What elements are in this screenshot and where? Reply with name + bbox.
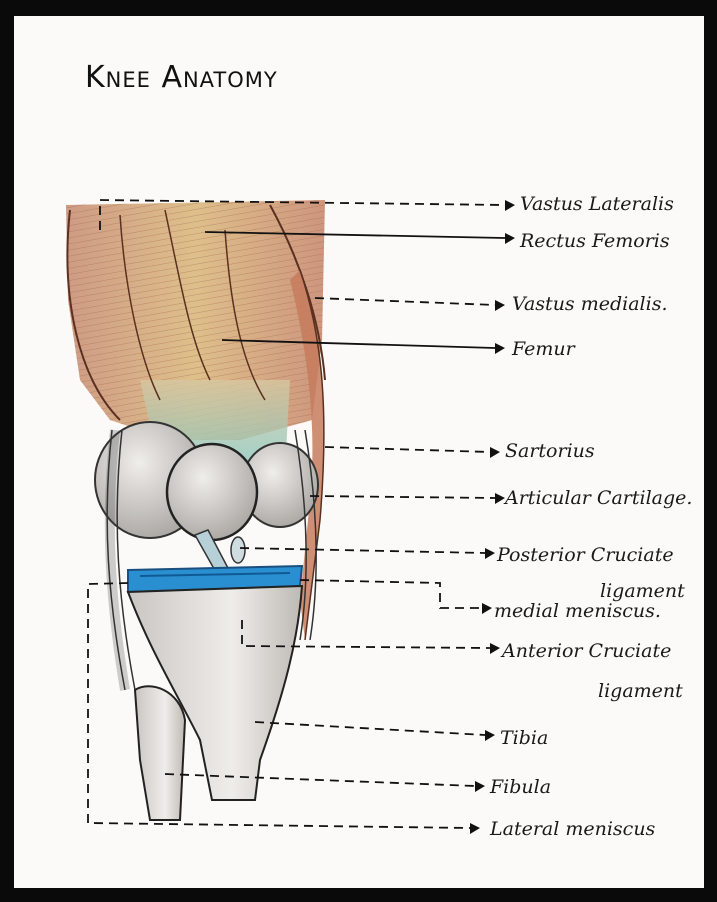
tibia-fibula [128,586,302,820]
label-lateral-meniscus: Lateral meniscus [490,818,655,840]
label-vastus-medialis: Vastus medialis. [512,293,668,315]
page-title: Knee Anatomy [85,60,278,95]
label-anterior-cruciate: Anterior Cruciate [502,640,671,662]
label-tibia: Tibia [500,727,548,749]
label-posterior-cruciate: Posterior Cruciate [497,544,674,566]
label-posterior-cruciate-ligament: ligament [600,580,685,602]
label-femur: Femur [512,338,575,360]
label-anterior-cruciate-ligament: ligament [598,680,683,702]
label-sartorius: Sartorius [505,440,595,462]
label-rectus-femoris: Rectus Femoris [520,230,670,252]
label-articular-cartilage: Articular Cartilage. [505,487,692,509]
label-fibula: Fibula [490,776,551,798]
label-vastus-lateralis: Vastus Lateralis [520,193,674,215]
label-medial-meniscus: medial meniscus. [494,600,661,622]
